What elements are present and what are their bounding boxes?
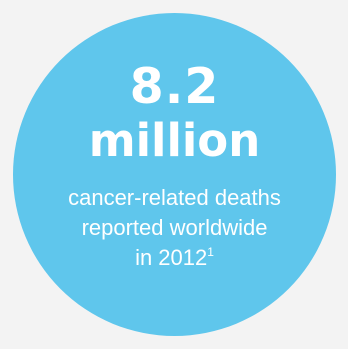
stat-description-line-1: cancer-related deaths [68,185,281,210]
footnote-marker[interactable]: 1 [207,245,214,259]
stat-number: 8.2 [129,58,220,115]
stat-unit: million [88,114,261,167]
stat-description-line-3: in 20121 [13,245,336,271]
stat-description-line-3-text: in 2012 [135,245,208,270]
stat-circle: 8.2 million cancer-related deaths report… [13,13,336,336]
stat-description-line-2: reported worldwide [81,215,268,240]
